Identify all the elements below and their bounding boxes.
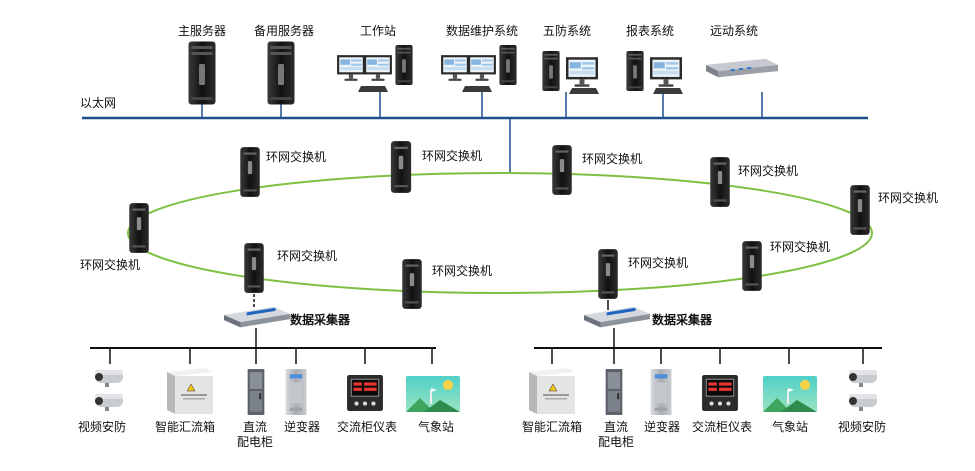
weather-station-label: 气象站 (771, 420, 809, 434)
ring-switch-icon (390, 141, 412, 193)
report-system-icon (626, 50, 683, 94)
combiner-box-icon (528, 368, 576, 414)
inverter-icon (650, 369, 672, 415)
data-collector-icon (224, 306, 290, 328)
dc-cabinet-icon (605, 369, 623, 415)
five-prevention-label: 五防系统 (542, 24, 592, 38)
weather-station-label: 气象站 (417, 420, 455, 434)
dc-cabinet-label-line1: 直流 (242, 420, 268, 434)
ring-network (127, 172, 873, 294)
main-server-label: 主服务器 (177, 24, 227, 38)
workstation-icon (337, 44, 413, 92)
inverter-label: 逆变器 (643, 420, 681, 434)
dc-cabinet-label-line2: 配电柜 (597, 435, 635, 449)
ring-switch-icon (742, 241, 762, 291)
dc-cabinet-label-line2: 配电柜 (236, 435, 274, 449)
ring-switch-icon (552, 145, 572, 195)
ring-switch-icon (129, 203, 149, 253)
backup-server-label: 备用服务器 (253, 24, 315, 38)
ring-switch-icon (402, 259, 422, 309)
backup-server-icon (267, 41, 295, 105)
data-collector-label: 数据采集器 (290, 313, 351, 327)
video-security-icon (95, 370, 123, 411)
five-prevention-icon (542, 50, 599, 94)
main-server-icon (188, 41, 216, 105)
combiner-box-label: 智能汇流箱 (521, 420, 583, 434)
ring-switch-label: 环网交换机 (266, 150, 327, 164)
ring-switch-label: 环网交换机 (277, 249, 338, 263)
ring-switch-icon (244, 243, 264, 293)
ring-switch-label: 环网交换机 (432, 264, 493, 278)
data-collector-icon (584, 306, 650, 328)
weather-station-icon (763, 376, 817, 412)
ac-meter-label: 交流柜仪表 (691, 420, 753, 434)
ring-switch-label: 环网交换机 (628, 256, 689, 270)
ring-switch-label: 环网交换机 (80, 258, 141, 272)
weather-station-icon (406, 376, 460, 412)
ring-switch-icon (240, 147, 260, 197)
report-system-label: 报表系统 (625, 24, 675, 38)
data-maintenance-icon (441, 44, 517, 92)
dc-cabinet-icon (247, 369, 265, 415)
remote-system-icon (706, 58, 778, 78)
ring-switch-icon (598, 249, 618, 299)
workstation-label: 工作站 (359, 24, 397, 38)
ring-switch-label: 环网交换机 (738, 164, 799, 178)
video-security-label: 视频安防 (77, 420, 127, 434)
ring-switch-label: 环网交换机 (582, 152, 643, 166)
ac-meter-icon (701, 374, 739, 412)
remote-system-label: 远动系统 (709, 24, 759, 38)
combiner-box-icon (166, 368, 214, 414)
data-maintenance-label: 数据维护系统 (445, 24, 519, 38)
ac-meter-label: 交流柜仪表 (336, 420, 398, 434)
inverter-icon (285, 369, 307, 415)
ring-switch-label: 环网交换机 (878, 191, 939, 205)
ethernet-drops (201, 92, 763, 173)
ring-switch-label: 环网交换机 (422, 149, 483, 163)
ethernet-label: 以太网 (80, 96, 117, 110)
ring-switch-icon (850, 185, 870, 235)
ring-switch-label: 环网交换机 (770, 240, 831, 254)
video-security-label: 视频安防 (837, 420, 887, 434)
video-security-icon (849, 370, 877, 411)
ring-switch-icon (710, 157, 730, 207)
data-collector-label: 数据采集器 (652, 313, 713, 327)
dc-cabinet-label-line1: 直流 (603, 420, 629, 434)
inverter-label: 逆变器 (283, 420, 321, 434)
ac-meter-icon (346, 374, 384, 412)
combiner-box-label: 智能汇流箱 (154, 420, 216, 434)
